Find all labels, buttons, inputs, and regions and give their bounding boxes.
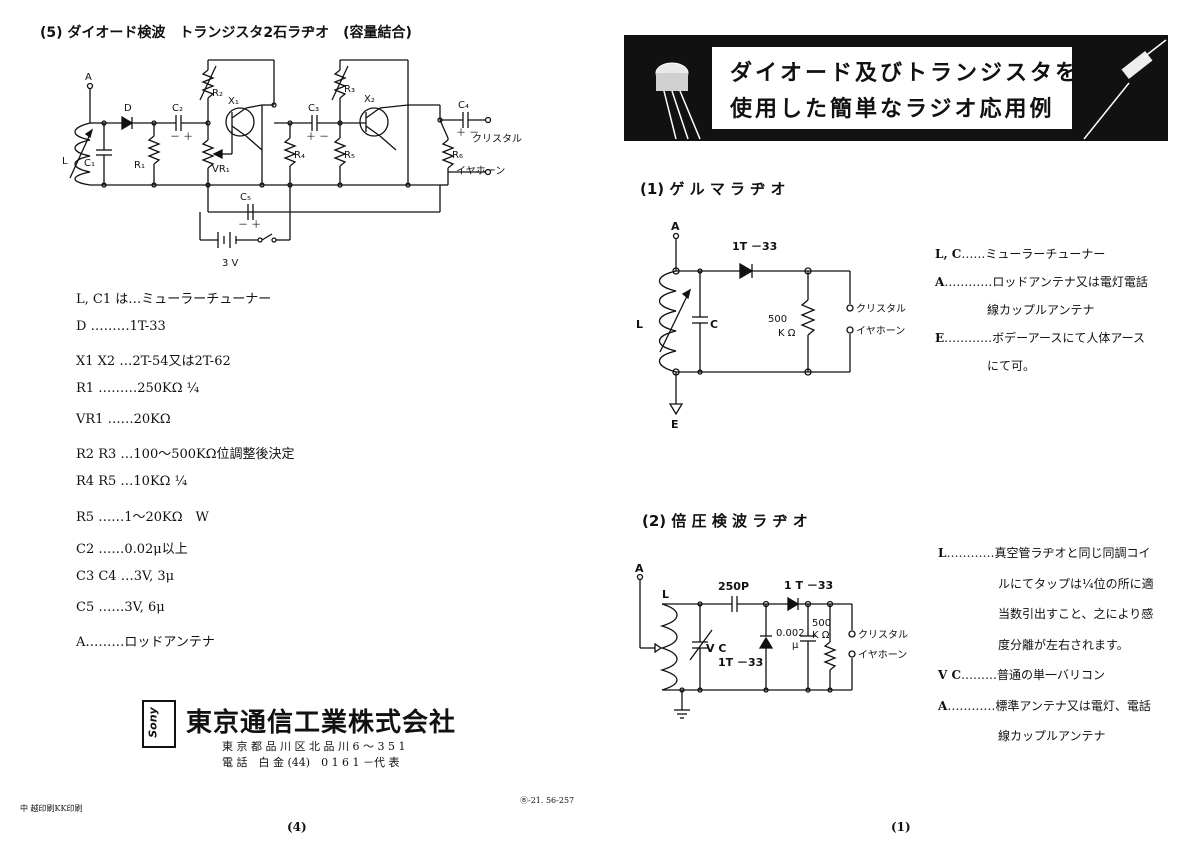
svg-text:R₅: R₅ [344,150,355,161]
page-number-left: (4) [287,820,307,834]
banner-line2: 使用した簡単なラジオ応用例 [730,97,1055,122]
svg-text:C₃: C₃ [308,103,319,114]
list-item: R5 ……1～20KΩ W [76,510,209,525]
list-item: E…………ボデーアースにて人体アース [935,331,1146,345]
svg-text:K Ω: K Ω [778,328,796,339]
svg-text:1 T －33: 1 T －33 [784,579,833,592]
svg-text:L: L [662,588,669,601]
banner: ダイオード及びトランジスタを 使用した簡単なラジオ応用例 [624,35,1168,141]
section2-title: (2) 倍 圧 検 波 ラ ヂ オ [642,512,808,530]
svg-text:X₁: X₁ [228,96,239,107]
svg-text:C₄: C₄ [458,100,469,111]
list-item: 度分離が左右されます。 [998,637,1129,652]
list-item: C2 ……0.02μ以上 [76,542,188,557]
svg-text:クリスタル: クリスタル [856,303,906,315]
list-item: R1 ………250KΩ ¼ [76,381,200,396]
svg-text:L: L [62,156,68,167]
company-phone: 電 話 白 金 (44) 0 1 6 1 －代 表 [222,756,400,769]
svg-text:1T －33: 1T －33 [718,656,763,669]
svg-text:R₄: R₄ [294,150,305,161]
svg-text:C₁: C₁ [84,158,95,169]
list-item: X1 X2 …2T-54又は2T-62 [76,354,231,369]
svg-text:0.002: 0.002 [776,628,805,639]
svg-text:250P: 250P [718,580,749,593]
svg-text:A: A [85,72,92,83]
company-logo: Sony [142,700,176,748]
left-page-title: (5) ダイオード検波 トランジスタ2石ラヂオ (容量結合) [40,25,412,41]
svg-text:500: 500 [812,618,831,629]
list-item: D ………1T-33 [76,319,166,334]
svg-text:クリスタル: クリスタル [858,629,908,641]
svg-text:E: E [671,418,679,431]
svg-text:C₂: C₂ [172,103,183,114]
print-note: 中 越印刷KK印刷 [20,804,83,813]
svg-text:＋ －: ＋ － [456,128,479,139]
svg-text:R₃: R₃ [344,84,355,95]
list-item: VR1 ……20KΩ [76,412,171,427]
svg-text:K Ω: K Ω [812,630,830,641]
list-item: R4 R5 …10KΩ ¼ [76,474,188,489]
svg-text:＋ －: ＋ － [306,132,329,143]
company-name: 東京通信工業株式会社 [186,708,457,738]
svg-text:R₆: R₆ [452,150,463,161]
svg-text:D: D [124,103,132,114]
banner-box: ダイオード及びトランジスタを 使用した簡単なラジオ応用例 [712,47,1077,129]
svg-text:X₂: X₂ [364,94,375,105]
list-item: L, C1 は…ミューラーチューナー [76,292,272,307]
svg-text:イヤホーン: イヤホーン [456,165,505,177]
list-item: C5 ……3V, 6μ [76,600,165,615]
list-item: R2 R3 …100～500KΩ位調整後決定 [76,447,295,462]
svg-text:VR₁: VR₁ [212,164,230,175]
list-item: ルにてタップは¼位の所に適 [998,576,1154,591]
banner-decoration [655,39,1167,140]
svg-text:μ: μ [792,640,799,651]
svg-text:イヤホーン: イヤホーン [856,325,905,337]
svg-text:R₁: R₁ [134,160,145,171]
list-item: 当数引出すこと、之により感 [998,607,1154,621]
svg-text:3 V: 3 V [222,258,239,269]
banner-line1: ダイオード及びトランジスタを [730,61,1081,86]
svg-text:V C: V C [706,642,726,655]
doc-code: Ⓑ-21. 56-257 [520,796,575,805]
svg-text:A: A [671,220,680,233]
list-item: 線カップルアンテナ [987,303,1095,317]
list-item: A…………標準アンテナ又は電灯、電話 [938,698,1151,713]
svg-text:1T －33: 1T －33 [732,240,777,253]
svg-text:－ ＋: － ＋ [170,132,193,143]
section2-description: L…………真空管ラヂオと同じ同調コイ ルにてタップは¼位の所に適 当数引出すこと… [938,538,1154,752]
list-item: 線カップルアンテナ [998,729,1106,743]
svg-text:イヤホーン: イヤホーン [858,649,907,661]
list-item: L, C……ミューラーチューナー [935,247,1106,261]
list-item: にて可。 [987,359,1036,373]
section1-description: L, C……ミューラーチューナー A…………ロッドアンテナ又は電灯電話 線カップ… [935,240,1148,380]
svg-text:500: 500 [768,314,787,325]
section1-title: (1) ゲ ル マ ラ ヂ オ [640,180,786,198]
svg-text:A: A [635,562,644,575]
svg-text:クリスタル: クリスタル [472,133,522,145]
list-item: L…………真空管ラヂオと同じ同調コイ [938,546,1151,560]
company-address: 東 京 都 品 川 区 北 品 川 6 ～ 3 5 1 [222,740,406,753]
list-item: A…………ロッドアンテナ又は電灯電話 [935,275,1148,289]
svg-text:C: C [710,318,718,331]
svg-text:－ ＋: － ＋ [238,220,261,231]
list-item: C3 C4 …3V, 3μ [76,569,175,584]
svg-text:R₂: R₂ [212,88,223,99]
list-item: V C………普通の単一バリコン [938,668,1106,682]
svg-text:C₅: C₅ [240,192,251,203]
page-number-right: (1) [891,820,911,834]
two-transistor-circuit-diagram: A D C₂ － ＋ L C₁ R₁ R₂ X₁ VR₁ C₃ ＋ － R₄ R… [62,59,522,269]
list-item: A………ロッドアンテナ [76,635,215,650]
svg-text:L: L [636,318,643,331]
logo-text: Sony [146,707,160,738]
